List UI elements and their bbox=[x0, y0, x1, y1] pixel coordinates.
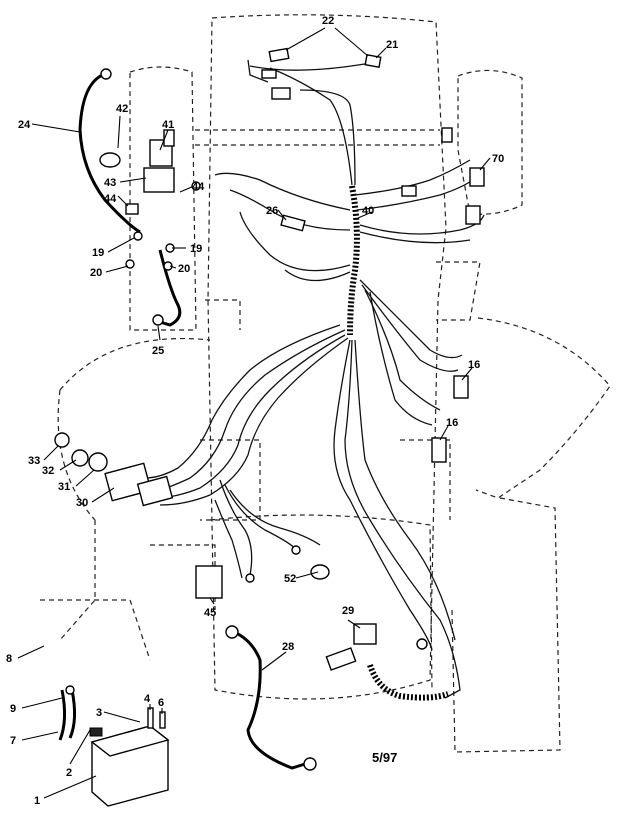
ring-52 bbox=[310, 564, 330, 580]
cables bbox=[58, 72, 306, 770]
callout-9: 9 bbox=[10, 703, 16, 715]
connector-plug-2 bbox=[261, 69, 277, 79]
harness-sleeves bbox=[347, 185, 449, 701]
callout-20b: 20 bbox=[178, 263, 190, 275]
callout-40: 40 bbox=[362, 205, 374, 217]
switch-29 bbox=[353, 623, 377, 645]
ring-19a bbox=[133, 231, 143, 241]
ring-wire-a bbox=[245, 573, 255, 583]
callout-21: 21 bbox=[386, 39, 398, 51]
callout-4: 4 bbox=[144, 693, 151, 705]
sleeve-29 bbox=[367, 664, 449, 701]
callout-44a: 44 bbox=[104, 193, 117, 205]
connector-29b bbox=[325, 647, 357, 671]
callout-41: 41 bbox=[162, 119, 174, 131]
chassis-outlines bbox=[40, 14, 611, 753]
connector-70c bbox=[401, 185, 417, 197]
ring-9 bbox=[65, 685, 75, 695]
callout-24: 24 bbox=[18, 119, 31, 131]
callout-43: 43 bbox=[104, 177, 116, 189]
callout-28: 28 bbox=[282, 641, 294, 653]
connector-16b bbox=[431, 437, 447, 463]
nut-32 bbox=[71, 449, 89, 467]
ring-24 bbox=[100, 68, 112, 80]
callout-labels: 22 21 42 41 24 70 43 44 44 26 40 19 19 2… bbox=[6, 15, 504, 807]
callout-25: 25 bbox=[152, 345, 164, 357]
callout-20a: 20 bbox=[90, 267, 102, 279]
callout-70: 70 bbox=[492, 153, 504, 165]
callout-1: 1 bbox=[34, 795, 40, 807]
callout-22: 22 bbox=[322, 15, 334, 27]
callout-3: 3 bbox=[96, 707, 102, 719]
connector-70d bbox=[441, 127, 453, 143]
callout-16b: 16 bbox=[446, 417, 458, 429]
callout-2: 2 bbox=[66, 767, 72, 779]
connector-70 bbox=[469, 167, 485, 187]
ring-25 bbox=[152, 314, 164, 326]
callout-31: 31 bbox=[58, 481, 70, 493]
callout-44b: 44 bbox=[192, 181, 205, 193]
callout-16a: 16 bbox=[468, 359, 480, 371]
ring-28b bbox=[303, 757, 317, 771]
ring-wire-c bbox=[416, 638, 428, 650]
callout-19b: 19 bbox=[190, 243, 202, 255]
module-45 bbox=[195, 565, 223, 599]
connector-plug bbox=[271, 87, 291, 100]
bezel-31 bbox=[88, 452, 108, 472]
components bbox=[54, 47, 485, 807]
connector-30b bbox=[136, 475, 174, 507]
callout-52: 52 bbox=[284, 573, 296, 585]
connector-21 bbox=[364, 54, 382, 68]
terminal-41 bbox=[163, 129, 175, 147]
connector-26 bbox=[280, 214, 306, 232]
harness-wires bbox=[144, 59, 485, 699]
callout-33: 33 bbox=[28, 455, 40, 467]
key-33 bbox=[54, 432, 70, 448]
callout-26: 26 bbox=[266, 205, 278, 217]
ring-wire-b bbox=[291, 545, 301, 555]
solenoid-43 bbox=[143, 167, 175, 193]
ring-20a bbox=[125, 259, 135, 269]
callout-8: 8 bbox=[6, 653, 12, 665]
callout-29: 29 bbox=[342, 605, 354, 617]
date-code: 5/97 bbox=[372, 750, 397, 765]
connector-22 bbox=[268, 47, 290, 63]
terminal-3 bbox=[89, 727, 103, 737]
cable-24 bbox=[78, 72, 141, 234]
connector-70b bbox=[465, 205, 481, 225]
callout-6: 6 bbox=[158, 697, 164, 709]
cable-28 bbox=[233, 630, 306, 770]
sleeve-40 bbox=[347, 185, 360, 336]
ring-20b bbox=[163, 261, 173, 271]
bolt-4 bbox=[147, 707, 154, 729]
callout-42: 42 bbox=[116, 103, 128, 115]
cable-7 bbox=[58, 689, 67, 741]
battery-top bbox=[90, 725, 170, 757]
connector-16a bbox=[453, 375, 469, 399]
bracket-44 bbox=[125, 203, 139, 215]
nut-6 bbox=[159, 711, 166, 729]
callout-19a: 19 bbox=[92, 247, 104, 259]
callout-7: 7 bbox=[10, 735, 16, 747]
ring-28a bbox=[225, 625, 239, 639]
callout-30: 30 bbox=[76, 497, 88, 509]
callout-32: 32 bbox=[42, 465, 54, 477]
callout-45: 45 bbox=[204, 607, 216, 619]
cable-25 bbox=[158, 249, 182, 327]
ring-44 bbox=[191, 181, 201, 191]
cable-9 bbox=[68, 689, 77, 739]
leader-lines bbox=[17, 27, 491, 799]
boot-42 bbox=[99, 152, 121, 168]
